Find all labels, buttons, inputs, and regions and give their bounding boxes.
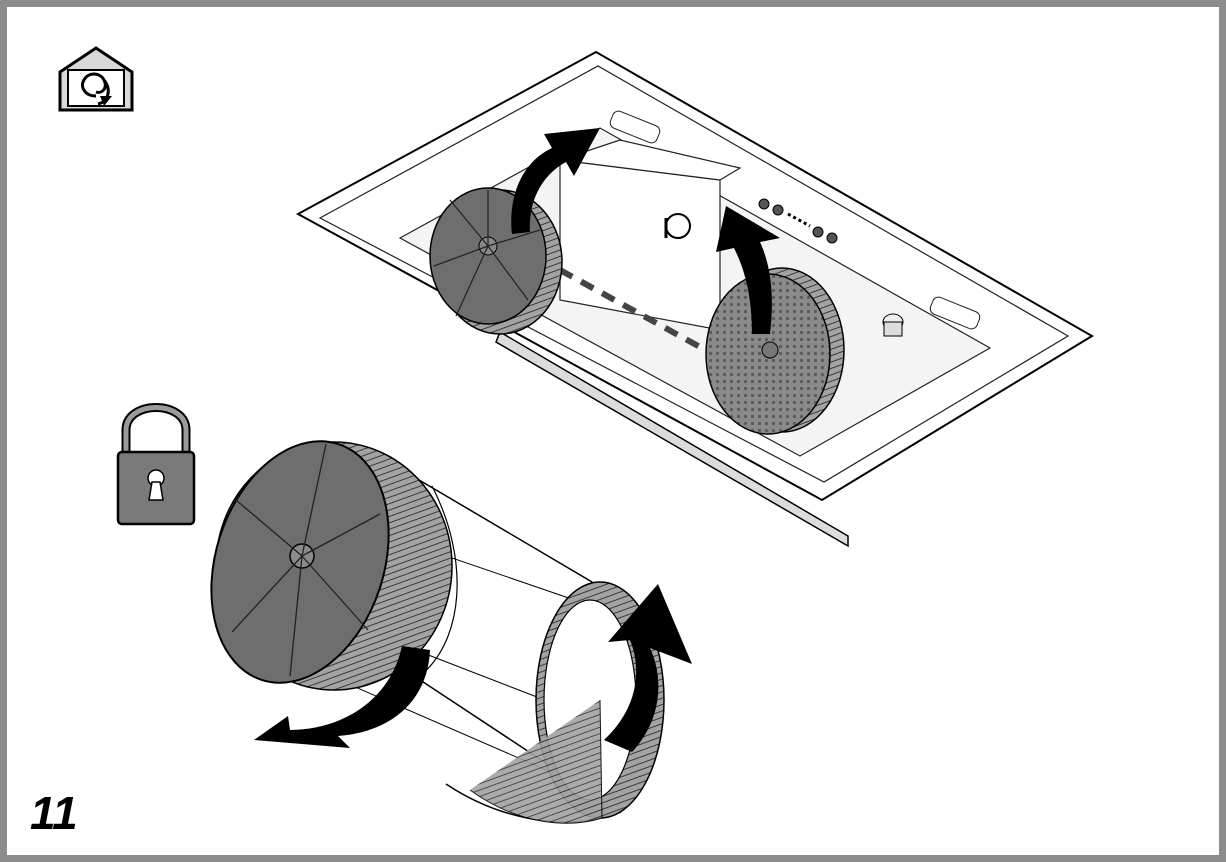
padlock-lock-icon	[116, 403, 196, 526]
step-number: 11	[30, 787, 78, 839]
recirculation-mode-icon	[58, 46, 134, 112]
filter-exploded-view	[210, 440, 665, 824]
cooker-hood	[295, 50, 1094, 548]
insert-arrow-right	[716, 206, 780, 334]
rotate-arrow-left	[254, 646, 430, 748]
rotate-arrow-right	[604, 584, 692, 752]
carbon-filter-left	[429, 187, 563, 335]
insert-arrow-left	[511, 128, 600, 234]
